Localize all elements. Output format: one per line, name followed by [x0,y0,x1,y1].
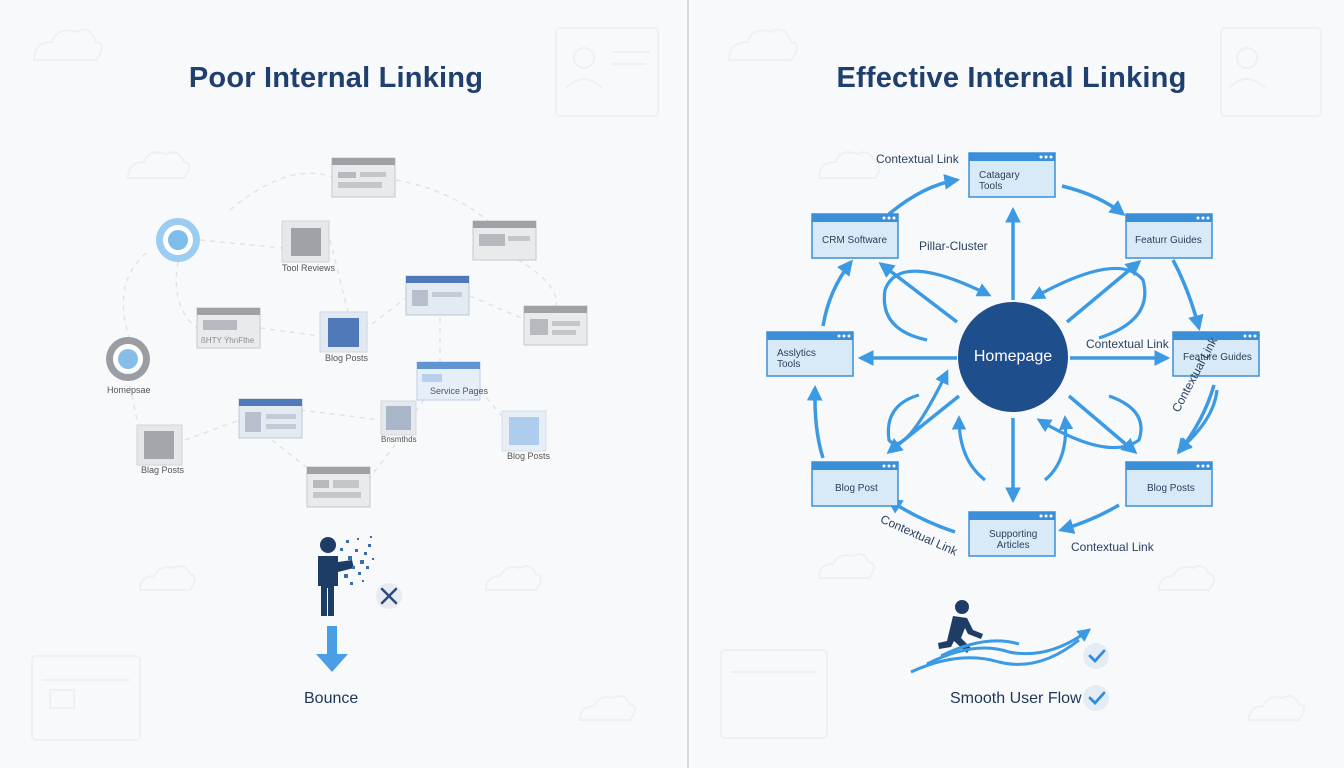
service-pages-label: Service Pages [430,386,489,396]
effective-linking-diagram [720,27,1322,739]
homepage-hub-label: Homepage [973,348,1053,365]
contextual-link-bottom-right-label: Contextual Link [1071,540,1154,554]
analytics-tools-label: Asslytics Tools [777,348,816,370]
bounce-label: Bounce [304,690,359,707]
node-card [968,511,1056,557]
effective-linking-panel: Effective Internal Linking Homepage Cata… [689,0,1344,768]
feature-guides-right-label: Feature Guides [1183,352,1252,363]
background-decorations [720,27,1322,739]
page-card [306,466,371,508]
outer-ring-links [806,174,1216,534]
arrow-down-icon [316,626,348,672]
node-card [1125,461,1213,507]
bounce-user-icon [318,537,354,616]
node-card [811,461,899,507]
background-decorations [31,27,659,741]
running-user-icon [938,600,983,653]
tile-thumbnail [509,417,539,445]
ring-node-icon [156,218,200,262]
blog-posts-right-label: Blog Posts [507,451,551,461]
pillar-cluster-label: Pillar-Cluster [919,239,988,253]
blog-posts-center-label: Blog Posts [325,353,369,363]
blog-posts-left-label: Blag Posts [141,465,185,475]
curved-return-links [882,266,1219,482]
node-card [811,213,899,259]
blurred-page-label: ßHTY ÝhnFthe [201,336,255,345]
page-card-blue [416,361,481,401]
panel-divider [687,0,689,768]
close-icon [376,583,402,609]
page-card [196,307,261,349]
homepage-label: Homepsae [107,385,151,395]
smooth-user-flow-label: Smooth User Flow [950,690,1082,707]
tool-reviews-label: Tool Reviews [282,263,336,273]
poor-linking-panel: Poor Internal Linking Tool Reviews ßHTY … [31,27,659,741]
homepage-ring-icon [106,337,150,381]
smooth-flow-waves [910,628,1092,674]
node-card [1172,331,1260,377]
check-icon [1083,685,1109,711]
tile-thumbnail [386,406,411,430]
page-card [523,305,588,346]
check-icon [1083,643,1109,669]
bookmarks-label: Bnsmthds [381,435,417,444]
weak-links [122,172,557,481]
page-card [472,220,537,261]
page-card-blue [405,275,470,316]
node-card [1125,213,1213,259]
disintegration-particles [340,536,374,585]
page-card [331,157,396,198]
contextual-link-right-label: Contextual Link [1086,337,1169,351]
page-card-blue [238,398,303,439]
feature-guides-top-label: Featurr Guides [1135,235,1202,246]
node-card [968,152,1056,198]
node-card [766,331,854,377]
contextual-link-top-label: Contextual Link [876,152,959,166]
blog-post-left-label: Blog Post [835,483,878,494]
category-tools-label: Catagary Tools [979,170,1020,192]
effective-linking-title: Effective Internal Linking [836,62,1187,94]
poor-linking-diagram [31,27,659,741]
tile-thumbnail [144,431,174,459]
tile-thumbnail [328,318,359,347]
blog-posts-right-label: Blog Posts [1147,483,1195,494]
poor-linking-title: Poor Internal Linking [188,62,484,94]
supporting-articles-label: Supporting Articles [989,529,1038,551]
crm-software-label: CRM Software [822,235,888,246]
tile-thumbnail [291,228,321,256]
homepage-hub [958,302,1068,412]
